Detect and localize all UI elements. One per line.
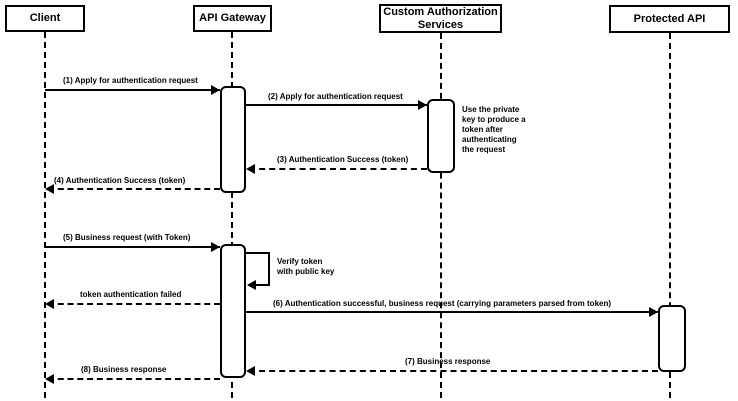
message-6-arrowhead-icon xyxy=(649,307,658,317)
participant-custom-authorization-services: Custom Authorization Services xyxy=(379,4,502,33)
message-7-arrowhead-icon xyxy=(246,366,255,376)
message-1-line xyxy=(45,89,220,91)
message-6-line xyxy=(246,311,658,313)
self-message-bottom-line xyxy=(256,284,270,286)
activation-api-gateway-auth xyxy=(220,86,246,193)
lifeline-protected-api xyxy=(669,33,671,398)
message-7-line xyxy=(249,370,658,372)
message-3-arrowhead-icon xyxy=(246,164,255,174)
note-private-key: Use the private key to produce a token a… xyxy=(462,105,526,154)
message-4-line xyxy=(48,188,220,190)
message-2-line xyxy=(246,104,427,106)
participant-client: Client xyxy=(5,5,85,32)
message-5-label: (5) Business request (with Token) xyxy=(63,233,191,242)
self-message-vertical-line xyxy=(268,252,270,286)
message-1-arrowhead-icon xyxy=(211,85,220,95)
self-message-arrowhead-icon xyxy=(247,280,256,290)
message-8-label: (8) Business response xyxy=(81,365,167,374)
activation-protected-api xyxy=(658,305,686,372)
message-4-arrowhead-icon xyxy=(45,184,54,194)
message-8-line xyxy=(48,378,220,380)
message-4-label: (4) Authentication Success (token) xyxy=(54,176,186,185)
message-8-arrowhead-icon xyxy=(45,374,54,384)
message-5-arrowhead-icon xyxy=(211,242,220,252)
participant-client-label: Client xyxy=(29,12,61,24)
message-token-failed-line xyxy=(48,303,220,305)
message-3-label: (3) Authentication Success (token) xyxy=(277,155,409,164)
message-2-label: (2) Apply for authentication request xyxy=(268,92,403,101)
message-7-label: (7) Business response xyxy=(405,357,491,366)
message-2-arrowhead-icon xyxy=(418,100,427,110)
message-6-label: (6) Authentication successful, business … xyxy=(273,299,612,308)
message-token-failed-label: token authentication failed xyxy=(80,290,182,299)
participant-protected-api: Protected API xyxy=(609,5,730,33)
self-message-label: Verify token with public key xyxy=(277,257,335,276)
self-message-top-line xyxy=(246,252,270,254)
activation-api-gateway-business xyxy=(220,244,246,378)
lifeline-custom-authorization-services xyxy=(440,33,442,398)
participant-protected-api-label: Protected API xyxy=(633,12,706,25)
message-3-line xyxy=(249,168,427,170)
participant-custom-authorization-services-label: Custom Authorization Services xyxy=(383,5,498,31)
participant-api-gateway-label: API Gateway xyxy=(199,12,266,24)
lifeline-api-gateway xyxy=(231,32,233,398)
message-1-label: (1) Apply for authentication request xyxy=(63,76,198,85)
participant-api-gateway: API Gateway xyxy=(193,5,272,32)
lifeline-client xyxy=(44,32,46,398)
activation-custom-authorization-services xyxy=(427,99,455,173)
message-token-failed-arrowhead-icon xyxy=(45,299,54,309)
message-5-line xyxy=(45,246,220,248)
